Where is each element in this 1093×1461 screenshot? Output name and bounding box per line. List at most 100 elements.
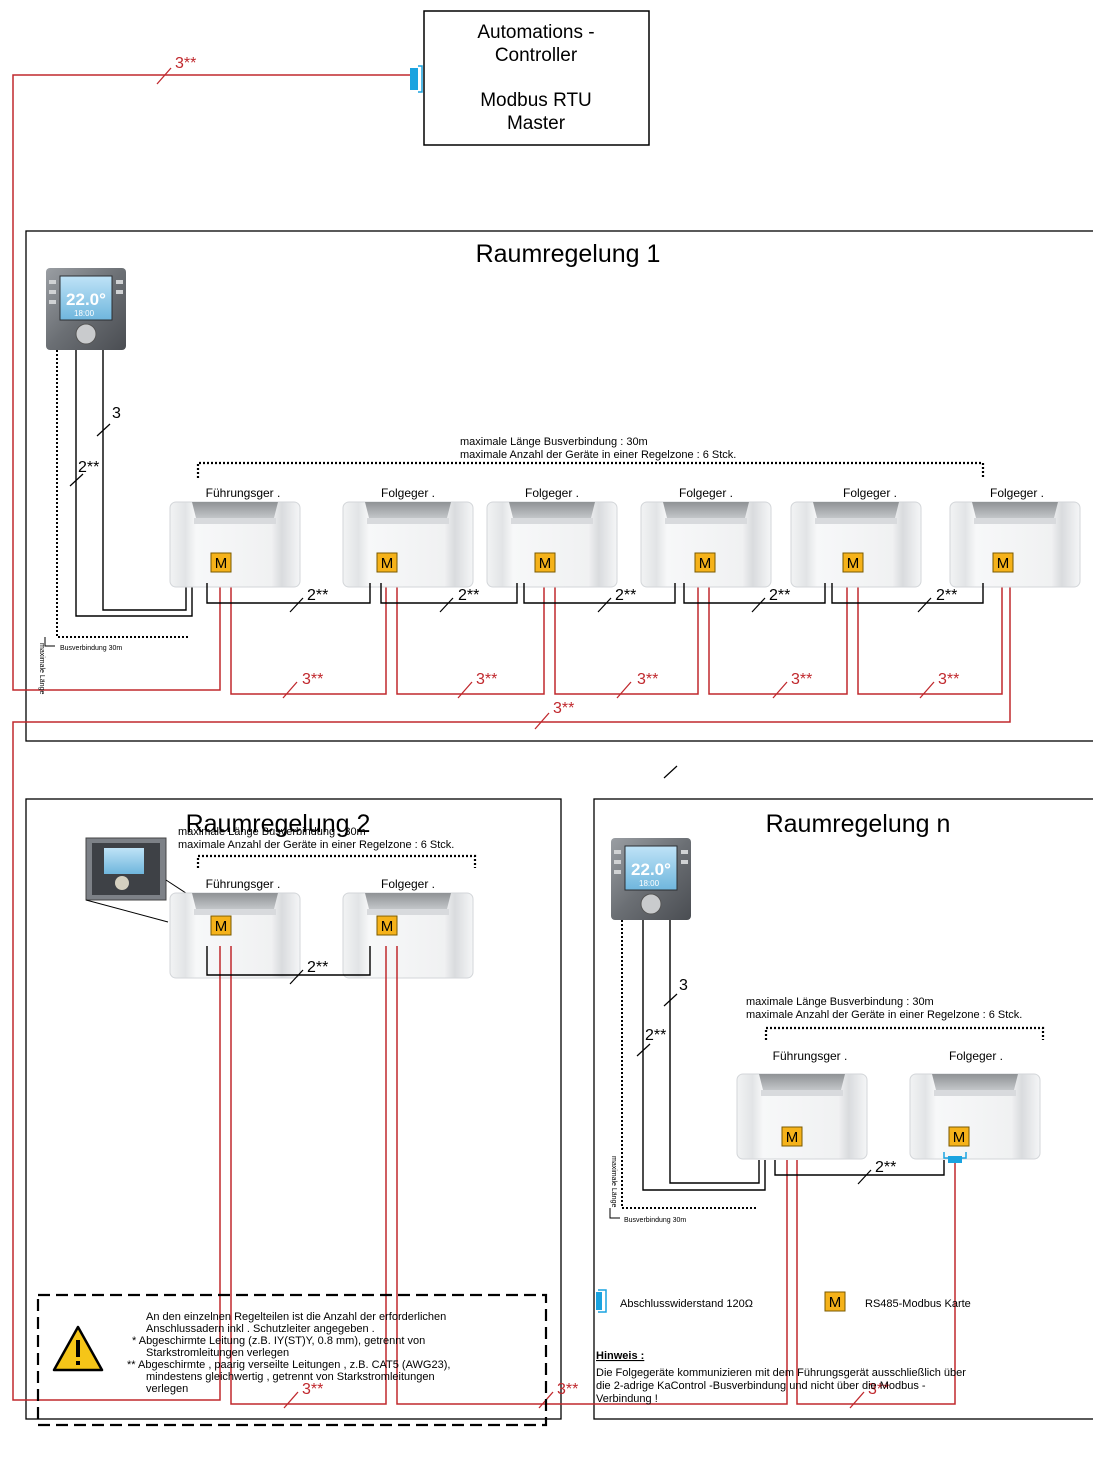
terminator-controller xyxy=(410,65,423,93)
module-z1-2: M xyxy=(381,555,394,572)
bus-label-z1-5: 2** xyxy=(936,587,957,604)
module-zn-2: M xyxy=(953,1129,966,1146)
wire-label-z2: 3** xyxy=(302,1381,323,1398)
unit-z1-1-label: Führungsger . xyxy=(206,486,281,500)
zone-n-title: Raumregelung n xyxy=(766,810,951,838)
unit-z1-3 xyxy=(486,501,618,588)
module-zn-1-box xyxy=(781,1126,803,1147)
warning-box xyxy=(36,1293,548,1427)
module-z1-5: M xyxy=(847,555,860,572)
warning-line-7: verlegen xyxy=(146,1383,188,1395)
wire-label-three-z1: 3 xyxy=(112,405,121,422)
thermostat-n-display: 22.0° xyxy=(631,860,671,879)
controller-line-1: Automations - xyxy=(477,22,594,43)
bus-label-zn: 2** xyxy=(875,1159,896,1176)
zone-2-bus-wiring xyxy=(206,946,371,976)
terminator-zone-n xyxy=(943,1152,967,1163)
unit-z1-4-label: Folgeger . xyxy=(679,486,733,500)
wire-label-z1-d: 3** xyxy=(791,671,812,688)
zone-1-side-label-2: Busverbindung 30m xyxy=(60,645,122,652)
controller-line-3: Modbus RTU xyxy=(480,90,592,111)
zone-n-side-label-2: Busverbindung 30m xyxy=(624,1217,686,1224)
wire-label-zn: 3** xyxy=(868,1381,889,1398)
automation-controller: Automations - Controller Modbus RTU Mast… xyxy=(423,10,650,146)
unit-zn-1-label: Führungsger . xyxy=(773,1049,848,1063)
hint-line-3: Verbindung ! xyxy=(596,1393,658,1405)
legend-terminator-label: Abschlusswiderstand 120Ω xyxy=(620,1298,753,1310)
module-z1-4: M xyxy=(699,555,712,572)
thermostat-n-sub: 18:00 xyxy=(639,879,660,888)
warning-line-2: Anschlussadern inkl . Schutzleiter angeg… xyxy=(146,1323,375,1335)
zone-1-bus-note-2: maximale Anzahl der Geräte in einer Rege… xyxy=(460,449,736,461)
thermostat-n-wires xyxy=(642,920,766,1191)
zone-1-units xyxy=(169,501,1081,588)
thermostat-1-display: 22.0° xyxy=(66,290,106,309)
wire-label-z1-c: 3** xyxy=(637,671,658,688)
unit-z1-2-label: Folgeger . xyxy=(381,486,435,500)
warning-line-6: mindestens gleichwertig , getrennt von S… xyxy=(146,1371,435,1383)
unit-z1-6 xyxy=(949,501,1081,588)
bus-label-z1-4: 2** xyxy=(769,587,790,604)
unit-z2-1-label: Führungsger . xyxy=(206,877,281,891)
unit-zn-2 xyxy=(909,1073,1041,1160)
bus-label-z2: 2** xyxy=(307,959,328,976)
modbus-wiring xyxy=(12,74,1011,1405)
unit-z2-2 xyxy=(342,892,474,979)
zone-1-bus-note-1: maximale Länge Busverbindung : 30m xyxy=(460,436,648,448)
thermostat-zone-1: 22.0° 18:00 xyxy=(46,268,126,350)
zone-2-bus-note-2: maximale Anzahl der Geräte in einer Rege… xyxy=(178,839,454,851)
zone-n-bus-note-2: maximale Anzahl der Geräte in einer Rege… xyxy=(746,1009,1022,1021)
warning-line-5: ** Abgeschirmte , paarig verseilte Leitu… xyxy=(127,1359,450,1371)
zone-1-modules xyxy=(210,552,1014,573)
zone-1-frame xyxy=(25,230,1093,742)
zone-1-title: Raumregelung 1 xyxy=(476,240,661,268)
unit-z1-4 xyxy=(640,501,772,588)
thermostat-1-sub: 18:00 xyxy=(74,309,95,318)
wire-label-z1-out: 3** xyxy=(553,700,574,717)
hint-title: Hinweis : xyxy=(596,1350,644,1362)
hint-line-1: Die Folgegeräte kommunizieren mit dem Fü… xyxy=(596,1367,966,1379)
bus-label-z1-2: 2** xyxy=(458,587,479,604)
module-z2-2: M xyxy=(381,918,394,935)
wire-label-z1-e: 3** xyxy=(938,671,959,688)
unit-z1-2 xyxy=(342,501,474,588)
legend-module-letter: M xyxy=(829,1294,842,1311)
wire-label-bus-thermo-z1: 2** xyxy=(78,459,99,476)
zone-1-bus-wiring xyxy=(206,583,984,604)
thermostat-zone-n: 22.0° 18:00 xyxy=(611,838,691,920)
legend-terminator: Abschlusswiderstand 120Ω xyxy=(596,1289,753,1313)
module-z1-1: M xyxy=(215,555,228,572)
unit-z1-1 xyxy=(169,501,301,588)
controller-line-4: Master xyxy=(507,113,566,134)
unit-z2-2-label: Folgeger . xyxy=(381,877,435,891)
warning-line-4: Starkstromleitungen verlegen xyxy=(146,1347,289,1359)
wire-label-z1-a: 3** xyxy=(302,671,323,688)
module-z1-3: M xyxy=(539,555,552,572)
unit-z2-1 xyxy=(169,892,301,979)
flush-thermostat-zone-2 xyxy=(85,837,167,901)
modbus-wire-ticks xyxy=(156,67,935,1409)
controller-line-2: Controller xyxy=(495,45,578,66)
legend-module: M RS485-Modbus Karte xyxy=(824,1291,971,1312)
warning-line-1: An den einzelnen Regelteilen ist die Anz… xyxy=(146,1311,446,1323)
module-z2-1-box xyxy=(210,915,232,936)
wire-label-three-zn: 3 xyxy=(679,977,688,994)
zone-n-bus-note-1: maximale Länge Busverbindung : 30m xyxy=(746,996,934,1008)
module-zn-1: M xyxy=(786,1129,799,1146)
warning-icon xyxy=(52,1325,104,1372)
bus-label-z1-3: 2** xyxy=(615,587,636,604)
thermostat-1-wires xyxy=(75,350,193,617)
unit-z1-5 xyxy=(790,501,922,588)
legend-module-label: RS485-Modbus Karte xyxy=(865,1298,971,1310)
thermostat-n-max-length xyxy=(621,920,757,1209)
module-z2-1: M xyxy=(215,918,228,935)
unit-z1-5-label: Folgeger . xyxy=(843,486,897,500)
zone-1-bus-range xyxy=(196,461,985,478)
module-z1-6: M xyxy=(997,555,1010,572)
module-zn-2-box xyxy=(948,1126,970,1147)
unit-zn-2-label: Folgeger . xyxy=(949,1049,1003,1063)
modbus-wire-labels: 3** 3** 3** 3** 3** 3** 3** 3** 3** 3** xyxy=(175,55,959,1398)
zone-n-frame xyxy=(593,798,1093,1420)
zone-2-title: Raumregelung 2 xyxy=(186,810,371,838)
